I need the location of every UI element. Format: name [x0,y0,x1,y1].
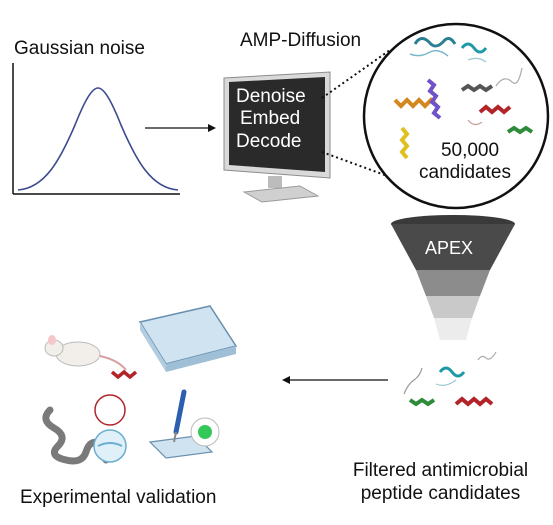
monitor-base [242,185,320,203]
step-decode: Decode [236,131,302,152]
filtered-label-line2: peptide candidates [360,483,521,504]
mouse-illustration [44,335,138,380]
gaussian-noise-label: Gaussian noise [14,38,145,59]
step-embed: Embed [240,108,301,129]
peptide-icon [454,396,494,407]
candidates-count: 50,000 [440,140,500,161]
filtered-peptides [403,351,497,407]
experimental-validation-label: Experimental validation [20,487,217,508]
filtered-label-line1: Filtered antimicrobial [352,460,529,481]
intestine-illustration [42,394,127,465]
funnel-low [426,296,480,318]
well-plate-illustration [138,305,238,372]
funnel-bottom [434,318,472,340]
funnel-top [391,224,515,270]
arrow-to-monitor [145,124,216,132]
peptide-icon [408,397,436,407]
peptide-icon [426,78,442,120]
zoom-line-bottom [321,151,413,186]
peptide-icon [399,126,410,160]
peptide-icon [460,83,494,93]
peptide-icon [393,97,439,109]
peptide-icon [413,37,457,48]
arrow-to-validation [282,376,388,384]
step-denoise: Denoise [236,86,306,107]
zoom-line-top [321,49,391,99]
monitor [223,71,331,203]
peptide-icon [478,104,512,115]
peptide-icons [393,37,534,160]
funnel-mid [416,270,490,296]
amp-diffusion-title: AMP-Diffusion [240,30,362,51]
apex-funnel [391,215,515,340]
monitor-neck [268,176,282,188]
gaussian-curve [17,87,179,191]
candidates-circle [362,22,550,210]
apex-label: APEX [425,238,474,258]
peptide-icon [460,42,488,54]
candidates-label: candidates [419,162,511,183]
peptide-icon [438,366,466,378]
gaussian-plot [12,63,180,195]
monitor-screen [229,77,325,172]
peptide-icon [506,125,534,135]
pipette-illustration [148,389,220,459]
